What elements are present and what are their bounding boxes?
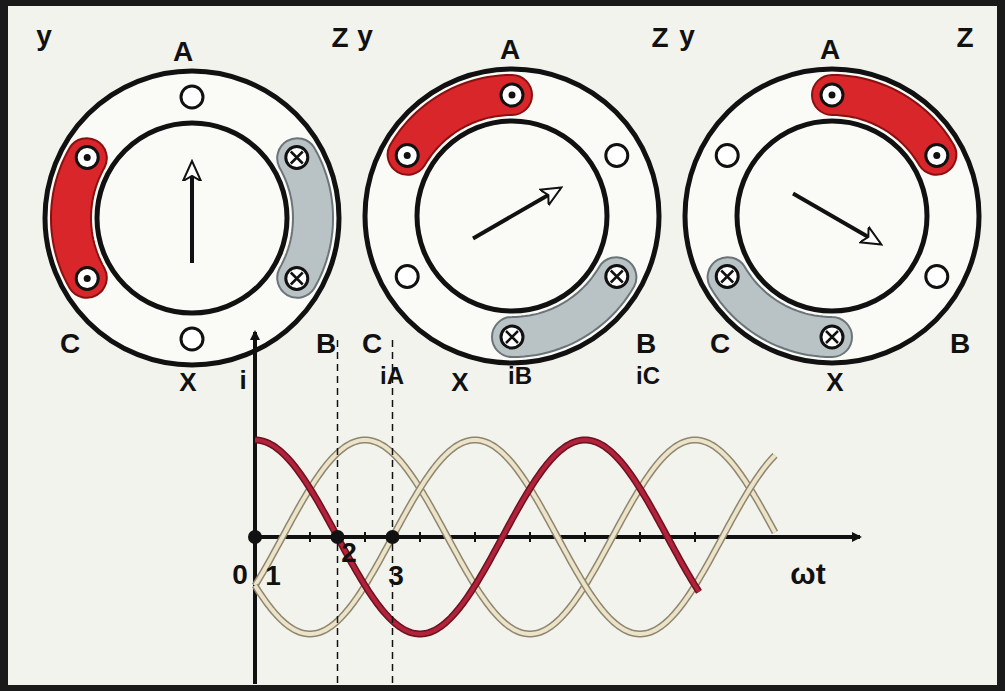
current-label: iA xyxy=(380,364,404,388)
slot-cross xyxy=(606,266,628,288)
tick xyxy=(309,532,311,542)
phase-wave xyxy=(255,440,775,634)
slot-empty xyxy=(181,86,203,108)
slot-dot xyxy=(821,84,843,106)
current-in xyxy=(721,271,733,283)
slot-empty xyxy=(716,145,738,167)
slot-cross xyxy=(501,326,523,348)
current-in xyxy=(291,152,303,164)
terminal-label: y xyxy=(36,22,52,50)
current-label: i xyxy=(239,367,246,393)
axis-label: 2 xyxy=(341,539,357,567)
tick xyxy=(364,532,366,542)
slot-dot xyxy=(76,147,98,169)
terminal-label: B xyxy=(950,330,970,358)
tick xyxy=(639,532,641,542)
slot-cross xyxy=(821,326,843,348)
current-label: iC xyxy=(636,364,660,388)
terminal-label: B xyxy=(316,330,336,358)
phase-wave-edge xyxy=(255,440,775,634)
phase-wave xyxy=(255,440,775,634)
field-arrow xyxy=(473,189,560,239)
slot-cross xyxy=(716,266,738,288)
current-out xyxy=(933,152,940,159)
rotor-bore xyxy=(417,121,607,311)
current-out xyxy=(829,92,836,99)
axis-label: 3 xyxy=(388,562,404,590)
terminal-label: y xyxy=(679,22,695,50)
terminal-label: Z xyxy=(651,24,668,52)
stator-illustration xyxy=(8,6,997,685)
current-in xyxy=(506,331,518,343)
slot-empty xyxy=(396,266,418,288)
slot-cross xyxy=(286,147,308,169)
diagram-ground: yAZCBXyAZCBXyAZCBXiiAiBiC0123ωt xyxy=(8,6,997,685)
current-out xyxy=(84,275,91,282)
slot-dot xyxy=(396,145,418,167)
tick xyxy=(419,532,421,542)
current-in xyxy=(291,273,303,285)
slot-dot xyxy=(501,84,523,106)
terminal-label: Z xyxy=(331,24,348,52)
terminal-label: C xyxy=(710,330,730,358)
instant-line xyxy=(392,340,394,684)
current-out xyxy=(404,152,411,159)
current-in xyxy=(611,271,623,283)
terminal-label: A xyxy=(820,36,840,64)
rotor-bore xyxy=(737,121,927,311)
slot-empty xyxy=(926,266,948,288)
field-arrow xyxy=(793,194,880,244)
current-out xyxy=(509,92,516,99)
slot-empty xyxy=(606,145,628,167)
terminal-label: A xyxy=(500,36,520,64)
phase-wave-edge xyxy=(255,440,775,634)
tick xyxy=(474,532,476,542)
phase-wave-edge xyxy=(255,440,699,634)
terminal-label: X xyxy=(179,369,196,395)
instant-dot xyxy=(248,530,262,544)
instant-dot xyxy=(386,530,400,544)
terminal-label: Z xyxy=(956,24,973,52)
stator-ring xyxy=(365,69,659,363)
tick xyxy=(584,532,586,542)
stator-ring xyxy=(45,71,339,365)
current-axis xyxy=(253,332,257,684)
terminal-label: C xyxy=(362,330,382,358)
terminal-label: X xyxy=(451,369,468,395)
current-label: iB xyxy=(508,364,532,388)
terminal-label: C xyxy=(60,330,80,358)
slot-cross xyxy=(286,268,308,290)
terminal-label: y xyxy=(357,22,373,50)
axis-label: 1 xyxy=(265,562,281,590)
tick xyxy=(529,532,531,542)
axis-label: 0 xyxy=(232,561,248,589)
stator-ring xyxy=(685,69,979,363)
tick xyxy=(694,532,696,542)
slot-dot xyxy=(76,268,98,290)
current-out xyxy=(84,154,91,161)
instant-line xyxy=(337,340,339,684)
current-in xyxy=(826,331,838,343)
axis-label: ωt xyxy=(790,559,825,589)
rotor-bore xyxy=(97,123,287,313)
slot-dot xyxy=(926,145,948,167)
terminal-label: B xyxy=(636,330,656,358)
slot-empty xyxy=(181,328,203,350)
phase-wave xyxy=(255,440,699,634)
terminal-label: X xyxy=(826,369,843,395)
terminal-label: A xyxy=(173,38,193,66)
field-arrow xyxy=(190,163,194,263)
